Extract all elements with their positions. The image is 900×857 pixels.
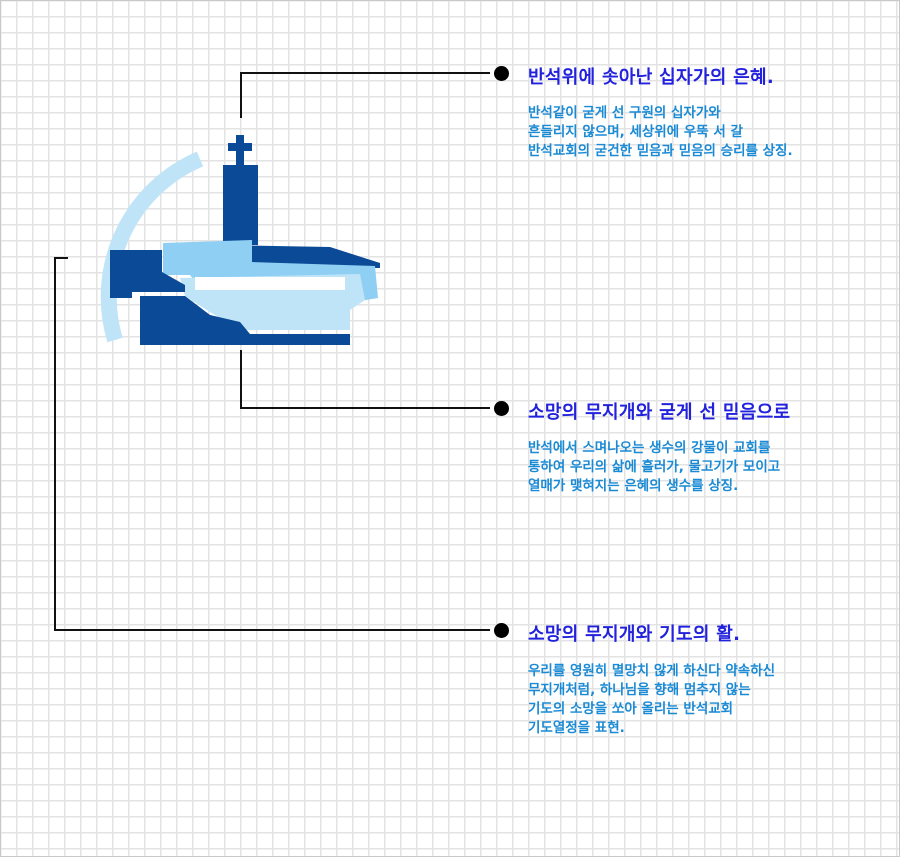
church-logo <box>100 135 380 345</box>
desc-line: 반석같이 굳게 선 구원의 십자가와 <box>528 105 721 121</box>
bullet-dot-1 <box>494 66 509 81</box>
item-desc-1: 반석같이 굳게 선 구원의 십자가와 흔들리지 않으며, 세상위에 우뚝 서 갈… <box>528 104 793 161</box>
cross-icon <box>228 135 252 169</box>
desc-line: 통하여 우리의 삶에 흘러가, 물고기가 모이고 <box>528 459 781 475</box>
church-roof <box>223 245 380 268</box>
item-title-1: 반석위에 솟아난 십자가의 은혜. <box>528 67 775 88</box>
connector-line-3 <box>54 257 490 631</box>
connector-line-2 <box>240 350 490 409</box>
item-title-2: 소망의 무지개와 굳게 선 믿음으로 <box>528 402 791 423</box>
desc-line: 반석교회의 굳건한 믿음과 믿음의 승리를 상징. <box>528 143 793 159</box>
connector-line-1 <box>240 72 490 118</box>
desc-line: 기도열정을 표현. <box>528 720 625 736</box>
desc-line: 무지개처럼, 하나님을 향해 멈추지 않는 <box>528 682 751 698</box>
desc-line: 열매가 맺혀지는 은혜의 생수를 상징. <box>528 478 739 494</box>
item-desc-3: 우리를 영원히 멸망치 않게 하신다 약속하신 무지개처럼, 하나님을 향해 멈… <box>528 662 775 738</box>
left-block <box>110 250 185 298</box>
bullet-dot-2 <box>494 401 509 416</box>
bullet-dot-3 <box>494 623 509 638</box>
white-window <box>195 277 345 290</box>
rainbow-arc <box>100 151 204 343</box>
item-desc-2: 반석에서 스며나오는 생수의 강물이 교회를 통하여 우리의 삶에 흘러가, 물… <box>528 439 780 496</box>
desc-line: 흔들리지 않으며, 세상위에 우뚝 서 갈 <box>528 124 743 140</box>
base-block <box>140 296 350 345</box>
desc-line: 기도의 소망을 쏘아 올리는 반석교회 <box>528 701 734 717</box>
item-title-3: 소망의 무지개와 기도의 활. <box>528 624 741 645</box>
desc-line: 우리를 영원히 멸망치 않게 하신다 약속하신 <box>528 663 776 679</box>
church-tower <box>223 165 258 245</box>
desc-line: 반석에서 스며나오는 생수의 강물이 교회를 <box>528 440 771 456</box>
